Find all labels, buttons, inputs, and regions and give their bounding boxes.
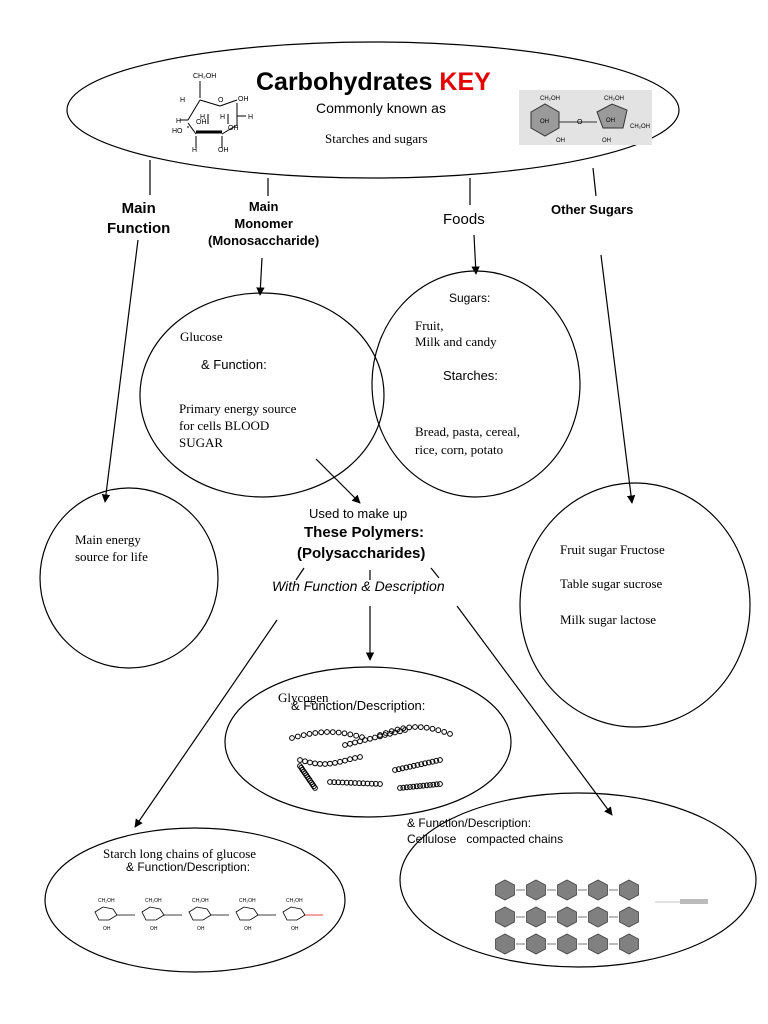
svg-text:OH: OH bbox=[150, 926, 158, 932]
branch-other-sugars: Other Sugars bbox=[551, 202, 634, 217]
subtitle2: Starches and sugars bbox=[325, 131, 428, 146]
sucrose-text: Table sugar sucrose bbox=[560, 576, 663, 591]
glucose-ring-structure bbox=[180, 81, 246, 148]
cellulose-name: Cellulose compacted chains bbox=[407, 832, 564, 846]
subtitle: Commonly known as bbox=[316, 100, 446, 116]
glycogen-ellipse bbox=[224, 666, 512, 818]
starch-ellipse bbox=[44, 827, 346, 973]
svg-text:OH: OH bbox=[291, 926, 299, 932]
main-energy-text: Main energy source for life bbox=[75, 532, 148, 564]
svg-text:CH₂OH: CH₂OH bbox=[630, 124, 650, 130]
foods-sugars-label: Sugars: bbox=[449, 291, 491, 305]
svg-text:CH₂OH: CH₂OH bbox=[192, 898, 209, 904]
svg-text:H: H bbox=[220, 114, 225, 121]
glycogen-name: Glycogen bbox=[278, 690, 329, 705]
svg-text:CH₂OH: CH₂OH bbox=[193, 73, 216, 80]
branch-foods: Foods bbox=[443, 211, 485, 228]
svg-text:CH₂OH: CH₂OH bbox=[98, 898, 115, 904]
foods-starches-label: Starches: bbox=[443, 368, 498, 383]
svg-text:OH: OH bbox=[196, 119, 207, 126]
other-sugars-ellipse bbox=[519, 482, 751, 728]
svg-text:CH₂OH: CH₂OH bbox=[604, 96, 624, 102]
branch-main-monomer: Main Monomer (Monosaccharide) bbox=[208, 199, 320, 248]
sucrose-structure-image: O CH₂OH CH₂OH CH₂OH OH OH OH OH bbox=[519, 90, 652, 145]
svg-text:OH: OH bbox=[228, 125, 239, 132]
cellulose-function: & Function/Description: bbox=[407, 816, 532, 830]
cellulose-grid bbox=[495, 879, 708, 955]
glucose-name: Glucose bbox=[180, 329, 223, 344]
page-title: Carbohydrates KEY bbox=[256, 68, 491, 97]
svg-text:HO: HO bbox=[172, 128, 183, 135]
svg-text:O: O bbox=[218, 97, 224, 104]
svg-text:H: H bbox=[200, 114, 205, 121]
svg-text:OH: OH bbox=[103, 926, 111, 932]
svg-text:OH: OH bbox=[238, 96, 249, 103]
starch-chain: CH₂OH OH CH₂OH OH CH₂OH OH CH₂OH OH CH₂OH OH bbox=[94, 898, 323, 932]
svg-text:OH: OH bbox=[606, 118, 615, 124]
svg-text:H: H bbox=[248, 114, 253, 121]
svg-text:O: O bbox=[577, 119, 583, 126]
svg-text:OH: OH bbox=[218, 147, 229, 154]
glucose-description: Primary energy source for cells BLOOD SU… bbox=[179, 401, 297, 450]
title-main: Carbohydrates bbox=[256, 68, 433, 96]
glycogen-chains bbox=[289, 724, 453, 791]
title-accent: KEY bbox=[439, 68, 491, 96]
branch-main-function: Main Function bbox=[107, 200, 171, 237]
svg-text:H: H bbox=[180, 97, 185, 104]
glucose-function-label: & Function: bbox=[201, 357, 267, 372]
foods-starches: Bread, pasta, cereal, rice, corn, potato bbox=[415, 424, 521, 457]
svg-text:CH₂OH: CH₂OH bbox=[540, 96, 560, 102]
cellulose-ellipse bbox=[399, 792, 757, 968]
svg-text:OH: OH bbox=[540, 119, 549, 125]
lactose-text: Milk sugar lactose bbox=[560, 612, 657, 627]
glycogen-function: & Function/Description: bbox=[291, 698, 426, 713]
fructose-text: Fruit sugar Fructose bbox=[560, 542, 665, 557]
starch-name: Starch long chains of glucose bbox=[103, 846, 257, 861]
polymers-heading: These Polymers: bbox=[304, 524, 425, 541]
polymers-with: With Function & Description bbox=[272, 578, 445, 594]
glucose-ellipse bbox=[139, 292, 385, 498]
carbohydrates-ellipse bbox=[66, 41, 680, 179]
svg-text:OH: OH bbox=[602, 138, 611, 144]
svg-text:CH₂OH: CH₂OH bbox=[286, 898, 303, 904]
svg-text:OH: OH bbox=[556, 138, 565, 144]
svg-text:OH: OH bbox=[197, 926, 205, 932]
polymers-used: Used to make up bbox=[309, 506, 408, 521]
polymers-sub: (Polysaccharides) bbox=[297, 545, 426, 562]
main-energy-ellipse bbox=[39, 487, 219, 669]
svg-text:CH₂OH: CH₂OH bbox=[145, 898, 162, 904]
svg-text:OH: OH bbox=[244, 926, 252, 932]
svg-text:H: H bbox=[176, 118, 181, 125]
starch-function: & Function/Description: bbox=[126, 860, 251, 874]
svg-text:H: H bbox=[192, 147, 197, 154]
glucose-ring-labels: CH₂OH H O OH H H H H HO OH OH H OH bbox=[172, 73, 253, 154]
foods-sugars: Fruit, Milk and candy bbox=[415, 318, 497, 349]
svg-text:CH₂OH: CH₂OH bbox=[239, 898, 256, 904]
